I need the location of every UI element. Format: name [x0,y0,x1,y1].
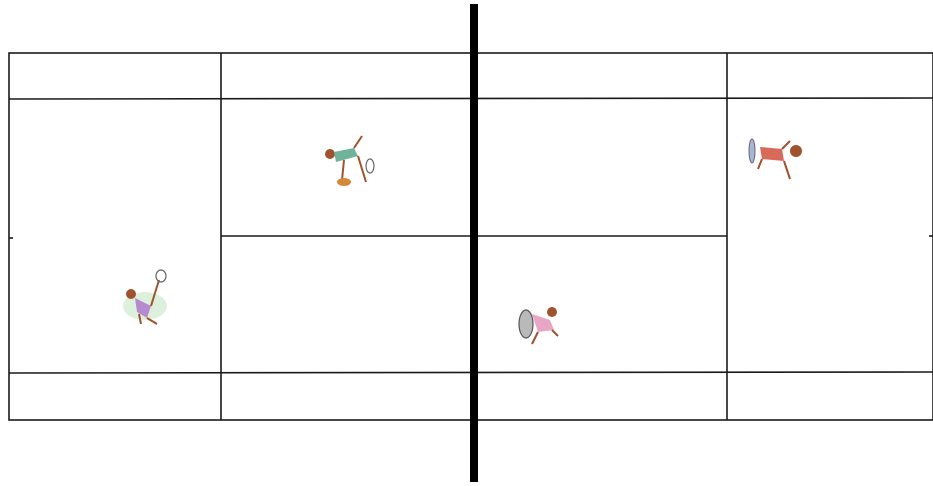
tennis-court-diagram [0,0,933,486]
background [0,0,933,486]
